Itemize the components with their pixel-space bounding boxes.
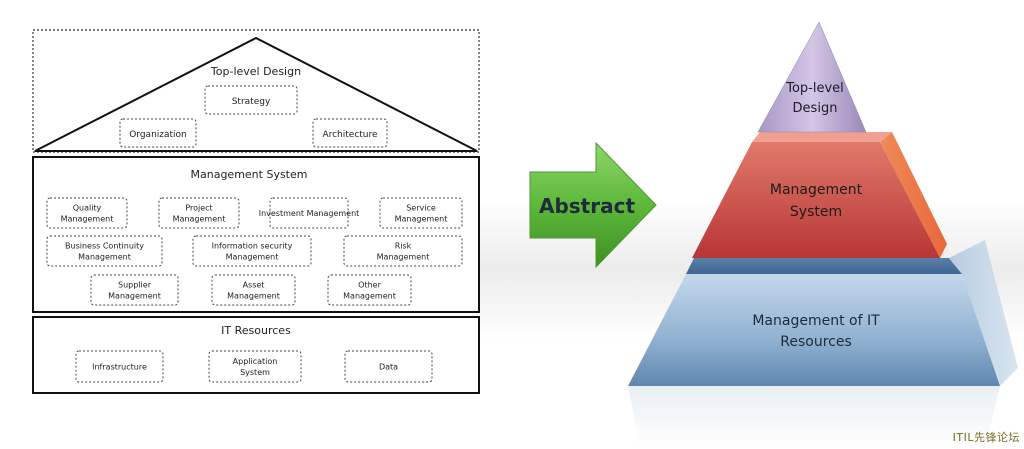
- arrow-shape: [529, 141, 657, 269]
- architecture-label: Architecture: [322, 130, 378, 140]
- management-item-1-frame: [158, 197, 240, 229]
- pyramid-top-label-2: Design: [793, 101, 838, 116]
- management-item-7-label: Supplier: [118, 281, 152, 290]
- pyramid-middle-front: [692, 142, 940, 258]
- management-item-8-label: Asset: [243, 281, 265, 290]
- management-item-7-frame: [90, 274, 179, 306]
- management-item-6-frame: [343, 235, 463, 267]
- strategy-label: Strategy: [232, 97, 271, 107]
- management-items: QualityManagementProjectManagementInvest…: [46, 197, 463, 306]
- it-item-2-frame: [344, 350, 433, 383]
- management-item-9-label: Management: [343, 292, 396, 301]
- pyramid-bottom-label-2: Resources: [780, 334, 852, 350]
- management-item-5-label: Management: [226, 253, 279, 262]
- pyramid-top: [757, 21, 867, 133]
- strategy-box: [204, 85, 298, 115]
- abstract-arrow: Abstract: [529, 141, 657, 269]
- management-item-5-frame: [192, 235, 312, 267]
- management-item-4-frame: [46, 235, 163, 267]
- management-item-9-label: Other: [358, 281, 381, 290]
- it-item-1-frame: [208, 350, 302, 383]
- management-item-3-frame: [379, 197, 463, 229]
- pyramid-bottom-label-1: Management of IT: [752, 313, 880, 329]
- management-item-0-label: Management: [61, 215, 114, 224]
- it-section-title: IT Resources: [221, 324, 291, 337]
- top-section-title: Top-level Design: [210, 65, 301, 78]
- pyramid-bottom-front: [628, 274, 1000, 386]
- management-item-8-label: Management: [227, 292, 280, 301]
- pyramid-reflection: [628, 386, 1000, 449]
- management-item-2-label: Investment Management: [259, 209, 360, 218]
- management-item-9-frame: [327, 274, 412, 306]
- management-item-3-label: Management: [395, 215, 448, 224]
- management-item-1-label: Project: [185, 204, 212, 213]
- pyramid-middle-label-2: System: [790, 204, 842, 220]
- it-item-2: Data: [344, 350, 433, 383]
- pyramid-middle-label-1: Management: [770, 182, 863, 198]
- management-item-7-label: Management: [108, 292, 161, 301]
- management-item-8-frame: [211, 274, 296, 306]
- management-item-6-label: Management: [377, 253, 430, 262]
- pyramid: Management of IT Resources Management Sy…: [628, 21, 1018, 449]
- management-item-0-label: Quality: [73, 204, 102, 213]
- management-item-5-label: Information security: [212, 242, 293, 251]
- architecture-box: [312, 118, 388, 148]
- it-item-1-label: Application: [233, 357, 278, 366]
- it-item-0-frame: [75, 350, 164, 383]
- management-item-2: Investment Management: [259, 197, 360, 229]
- management-item-2-frame: [269, 197, 349, 229]
- management-item-4-label: Management: [78, 253, 131, 262]
- management-item-3-label: Service: [406, 204, 436, 213]
- it-item-2-label: Data: [379, 363, 398, 372]
- pyramid-middle-top: [752, 132, 892, 142]
- pyramid-middle-right-face: [880, 132, 947, 258]
- left-diagram: Top-level Design Strategy Organization A…: [32, 29, 480, 394]
- organization-box: [119, 118, 197, 148]
- management-item-0-frame: [46, 197, 128, 229]
- organization-label: Organization: [129, 130, 187, 140]
- management-item-4-label: Business Continuity: [65, 242, 144, 251]
- pyramid-bottom-right-face: [949, 240, 1018, 386]
- management-item-1-label: Management: [173, 215, 226, 224]
- arrow-label: Abstract: [539, 194, 635, 218]
- pyramid-top-label-1: Top-level: [785, 81, 844, 96]
- it-item-1-label: System: [240, 368, 270, 377]
- management-section-title: Management System: [191, 168, 308, 181]
- it-item-0: Infrastructure: [75, 350, 164, 383]
- pyramid-bottom-top-face: [686, 258, 962, 274]
- management-item-6-label: Risk: [395, 242, 412, 251]
- watermark: ITIL先锋论坛: [952, 431, 1020, 444]
- it-item-0-label: Infrastructure: [92, 363, 147, 372]
